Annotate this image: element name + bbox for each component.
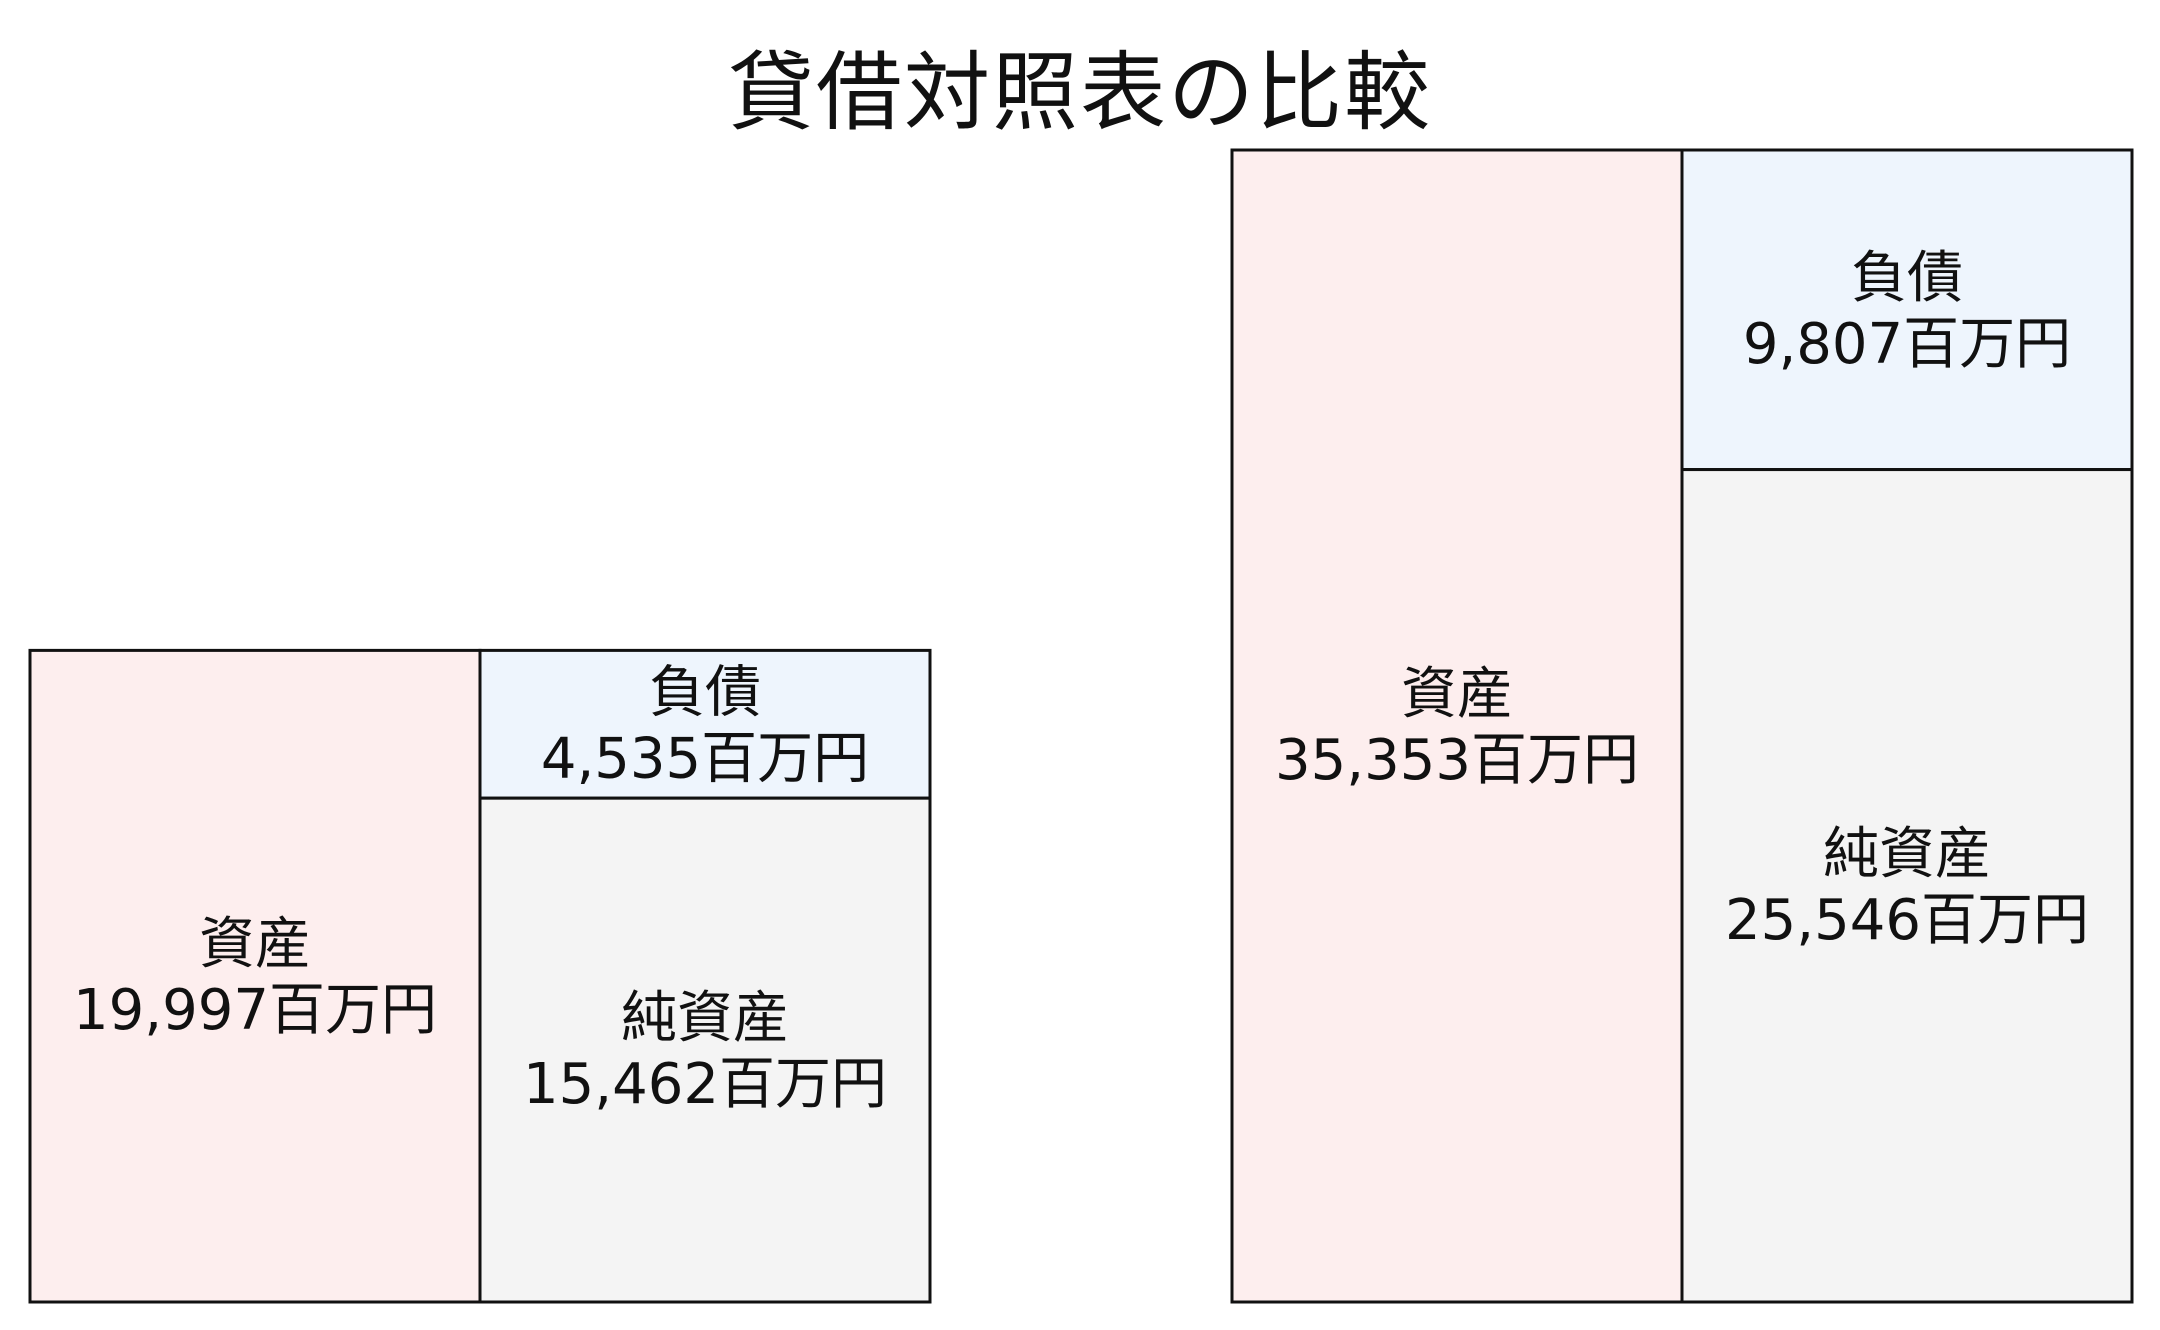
liabilities-label-2-name: 負債 bbox=[1851, 246, 1963, 311]
assets-label-1-value: 19,997百万円 bbox=[73, 978, 437, 1043]
liabilities-label-1-name: 負債 bbox=[649, 660, 761, 725]
assets-label-2-name: 資産 bbox=[1401, 662, 1513, 727]
net-assets-label-2-value: 25,546百万円 bbox=[1725, 888, 2089, 953]
assets-label-1-name: 資産 bbox=[199, 912, 311, 977]
liabilities-label-1-value: 4,535百万円 bbox=[541, 726, 869, 791]
net-assets-label-1-name: 純資産 bbox=[621, 986, 789, 1051]
liabilities-label-2-value: 9,807百万円 bbox=[1743, 312, 2071, 377]
assets-label-2-value: 35,353百万円 bbox=[1275, 728, 1639, 793]
assets-block-1 bbox=[28, 648, 482, 1304]
net-assets-label-2-name: 純資産 bbox=[1823, 822, 1991, 887]
assets-block-2 bbox=[1230, 148, 1684, 1304]
net-assets-label-1-value: 15,462百万円 bbox=[523, 1052, 887, 1117]
net-assets-block-1 bbox=[478, 796, 932, 1304]
liabilities-block-2 bbox=[1680, 148, 2134, 472]
chart-title: 貸借対照表の比較 bbox=[728, 43, 1432, 143]
net-assets-block-2 bbox=[1680, 468, 2134, 1304]
